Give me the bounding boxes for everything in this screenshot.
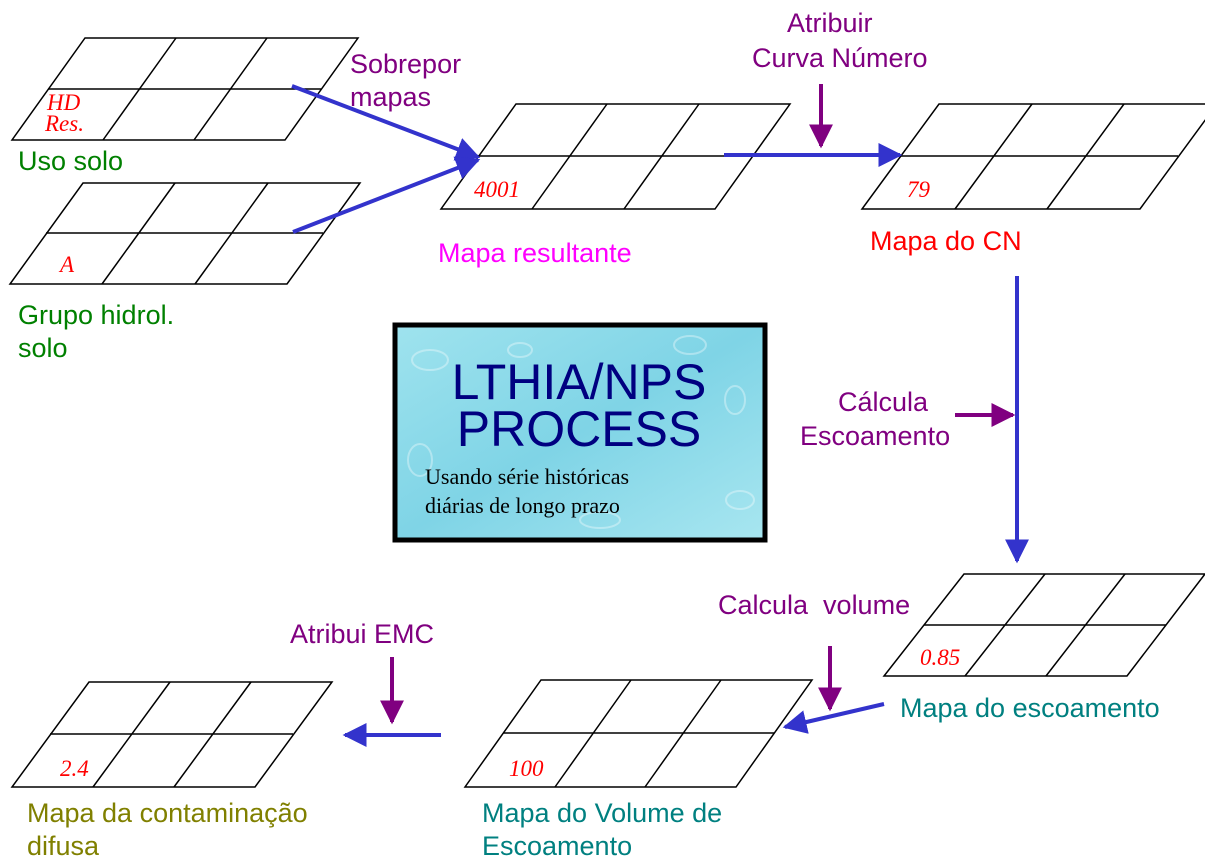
flow-arrows <box>291 84 1029 747</box>
map-grid-grupo-hidrol <box>8 182 362 285</box>
map-grid-mapa-cn <box>860 103 1205 210</box>
label-mapa-escoamento: Mapa do escoamento <box>900 693 1160 723</box>
step-atribui-emc: Atribui EMC <box>290 619 434 649</box>
step-calcula-escoamento-2: Escoamento <box>800 421 950 451</box>
label-mapa-volume-2: Escoamento <box>482 831 632 861</box>
map-labels: Uso solo Grupo hidrol. solo Mapa resulta… <box>18 146 1160 861</box>
label-mapa-cn: Mapa do CN <box>870 226 1022 256</box>
map-grid-uso-solo <box>10 37 360 141</box>
map-grid-mapa-contaminacao <box>10 681 334 788</box>
label-mapa-resultante: Mapa resultante <box>438 238 632 268</box>
cell-value-res: Res. <box>44 111 84 136</box>
cell-value-hd: HD <box>46 90 81 115</box>
step-atribuir-1: Atribuir <box>787 8 873 38</box>
cell-value-4001: 4001 <box>474 177 520 202</box>
cell-value-79: 79 <box>907 177 931 202</box>
step-calcula-escoamento-1: Cálcula <box>838 387 929 417</box>
map-grid-mapa-escoamento <box>882 573 1205 677</box>
cell-value-a: A <box>58 252 75 277</box>
step-atribuir-2: Curva Número <box>752 43 928 73</box>
process-subtitle-line1: Usando série históricas <box>425 464 629 489</box>
label-grupo-hidrol-2: solo <box>18 333 68 363</box>
arrow-uso-to-resultante <box>291 84 481 161</box>
step-arrows <box>380 84 1016 725</box>
label-uso-solo: Uso solo <box>18 146 123 176</box>
map-grid-mapa-volume <box>463 679 814 788</box>
process-title-line1: LTHIA/NPS <box>452 354 707 410</box>
label-mapa-volume-1: Mapa do Volume de <box>482 798 722 828</box>
step-sobrepor-1: Sobrepor <box>350 49 461 79</box>
step-sobrepor-2: mapas <box>350 82 431 112</box>
cell-values: HD Res. A 4001 79 0.85 100 2.4 <box>44 90 960 781</box>
label-mapa-contaminacao-1: Mapa da contaminação <box>27 798 308 828</box>
process-title-line2: PROCESS <box>457 401 702 457</box>
step-labels: Sobrepor mapas Atribuir Curva Número Cál… <box>290 8 950 649</box>
cell-value-24: 2.4 <box>60 756 89 781</box>
process-subtitle-line2: diárias de longo prazo <box>425 493 620 518</box>
label-mapa-contaminacao-2: difusa <box>27 831 100 861</box>
cell-value-100: 100 <box>509 756 544 781</box>
cell-value-085: 0.85 <box>920 645 960 670</box>
step-calcula-volume: Calcula volume <box>718 590 910 620</box>
arrow-escoamento-to-volume <box>782 702 885 734</box>
process-box: LTHIA/NPS PROCESS Usando série histórica… <box>392 322 768 543</box>
arrow-grupo-to-resultante <box>292 156 481 234</box>
label-grupo-hidrol-1: Grupo hidrol. <box>18 300 174 330</box>
